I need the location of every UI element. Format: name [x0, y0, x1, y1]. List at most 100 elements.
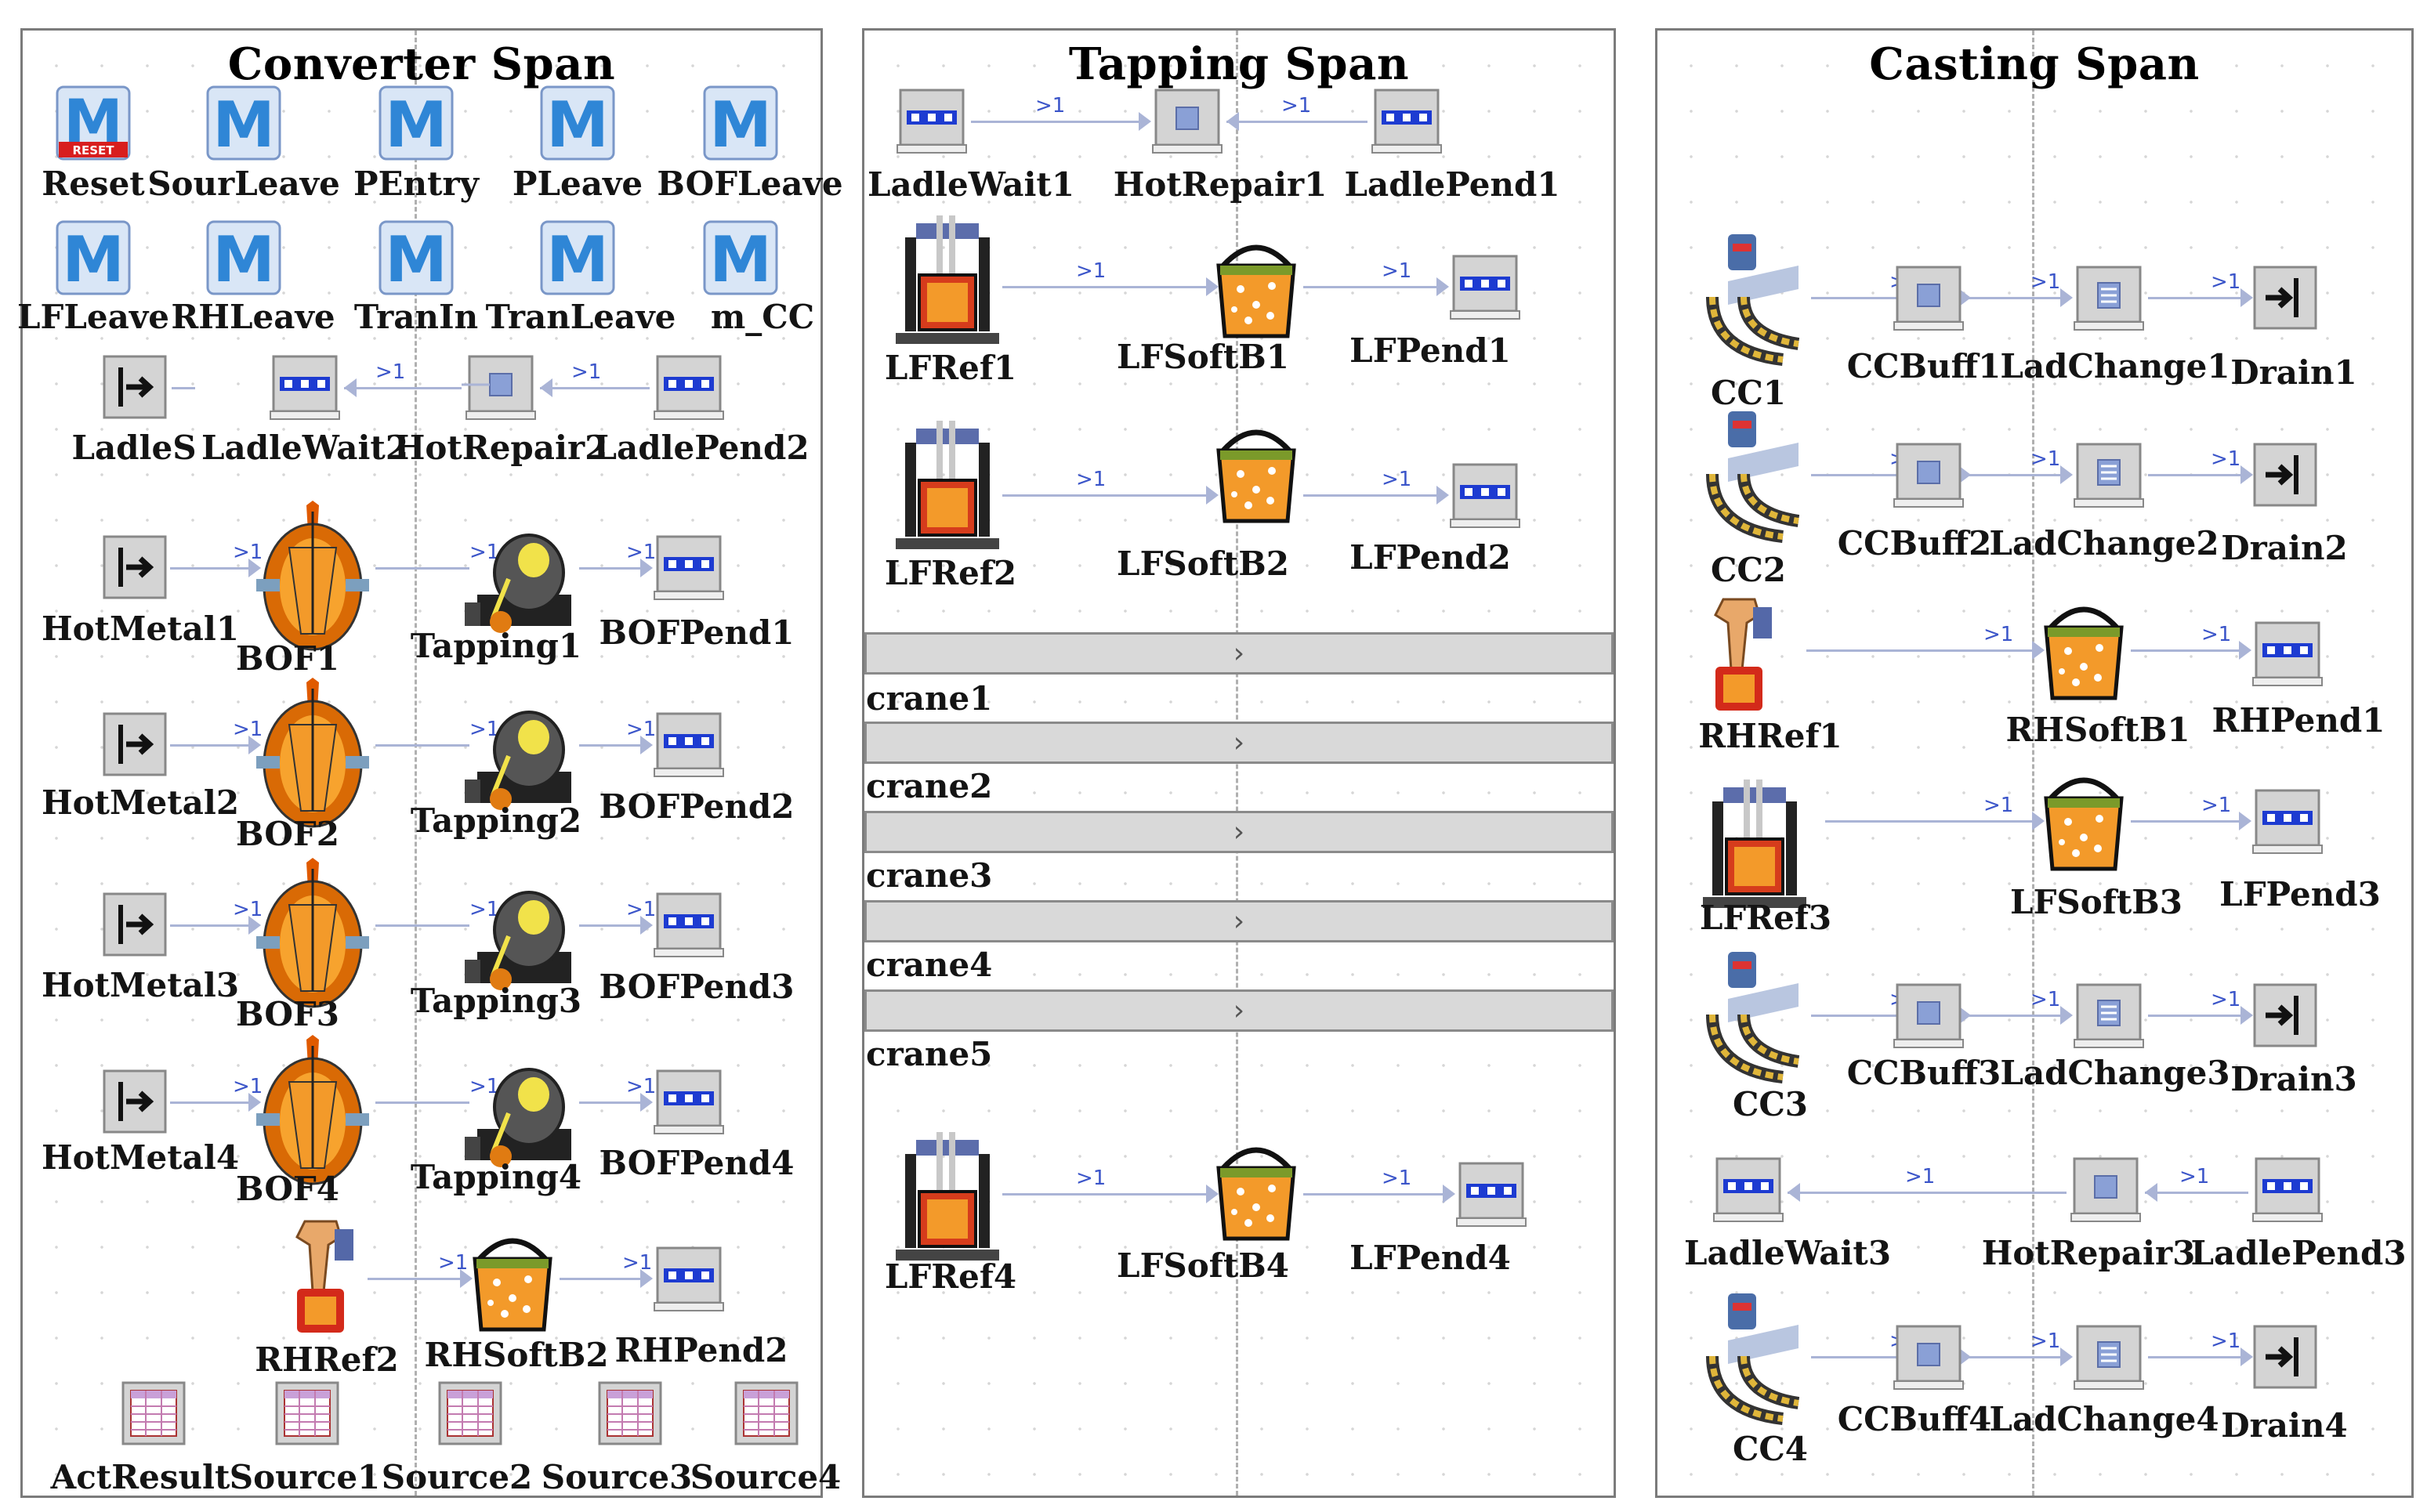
drain-icon[interactable] — [2250, 439, 2320, 510]
buffer-icon[interactable] — [650, 1243, 728, 1314]
object-label: LFPend4 — [1349, 1239, 1511, 1277]
table-icon[interactable] — [731, 1378, 802, 1449]
process-station-icon[interactable] — [462, 352, 540, 422]
buffer-icon[interactable] — [650, 532, 728, 602]
ladle-change-icon[interactable] — [2070, 262, 2148, 333]
continuous-caster-icon[interactable] — [1697, 1293, 1814, 1427]
buffer-icon[interactable] — [650, 1066, 728, 1137]
crane-track-3[interactable]: › — [864, 811, 1614, 853]
bof-converter-icon[interactable] — [250, 858, 375, 1015]
buffer-icon[interactable] — [650, 709, 728, 780]
bof-converter-icon[interactable] — [250, 1035, 375, 1192]
process-station-icon[interactable] — [1148, 85, 1226, 156]
bof-converter-icon[interactable] — [250, 501, 375, 657]
table-icon[interactable] — [595, 1378, 665, 1449]
object-label: HotMetal2 — [41, 783, 240, 822]
object-label: CC3 — [1732, 1085, 1809, 1123]
rh-refiner-icon[interactable] — [273, 1214, 368, 1339]
method-icon[interactable]: M — [205, 219, 283, 297]
buffer-icon[interactable] — [266, 352, 344, 422]
continuous-caster-icon[interactable] — [1697, 952, 1814, 1085]
soft-blow-ladle-icon[interactable] — [1209, 1137, 1303, 1246]
buffer-icon[interactable] — [2248, 618, 2327, 689]
ladle-change-icon[interactable] — [2070, 980, 2148, 1051]
source-icon[interactable] — [100, 889, 170, 960]
lf-refiner-icon[interactable] — [893, 1132, 1002, 1265]
chevron-right-icon: › — [1233, 905, 1245, 938]
object-label: Drain3 — [2230, 1060, 2357, 1098]
soft-blow-ladle-icon[interactable] — [2037, 767, 2131, 877]
soft-blow-ladle-icon[interactable] — [1209, 234, 1303, 344]
table-icon[interactable] — [118, 1378, 189, 1449]
tapping-vessel-icon[interactable] — [462, 701, 579, 811]
object-label: Drain2 — [2221, 529, 2348, 567]
process-station-icon[interactable] — [1889, 439, 1968, 510]
continuous-caster-icon[interactable] — [1697, 411, 1814, 544]
buffer-icon[interactable] — [1446, 460, 1524, 530]
table-icon[interactable] — [272, 1378, 342, 1449]
buffer-icon[interactable] — [2248, 786, 2327, 856]
buffer-icon[interactable] — [650, 889, 728, 960]
buffer-icon[interactable] — [893, 85, 971, 156]
soft-blow-ladle-icon[interactable] — [465, 1228, 560, 1337]
ladle-change-icon[interactable] — [2070, 439, 2148, 510]
object-label: LadleS — [71, 429, 197, 467]
method-icon[interactable]: M — [377, 84, 455, 162]
process-station-icon[interactable] — [2067, 1154, 2145, 1224]
method-label: PLeave — [512, 165, 643, 203]
source-icon[interactable] — [100, 1066, 170, 1137]
crane-track-4[interactable]: › — [864, 900, 1614, 942]
crane-track-5[interactable]: › — [864, 989, 1614, 1032]
drain-icon[interactable] — [2250, 1322, 2320, 1392]
svg-text:M: M — [62, 223, 125, 296]
buffer-icon[interactable] — [1452, 1159, 1530, 1229]
connector: >1 — [579, 541, 656, 577]
object-label: RHSoftB2 — [424, 1336, 609, 1374]
buffer-icon[interactable] — [2248, 1154, 2327, 1224]
method-icon[interactable]: M — [205, 84, 283, 162]
drain-icon[interactable] — [2250, 980, 2320, 1051]
buffer-icon[interactable] — [1446, 251, 1524, 322]
buffer-icon[interactable] — [650, 352, 728, 422]
buffer-icon[interactable] — [1709, 1154, 1788, 1224]
lf-refiner-icon[interactable] — [893, 215, 1002, 349]
object-label: LFPend2 — [1349, 538, 1511, 577]
tapping-vessel-icon[interactable] — [462, 881, 579, 991]
crane-track-1[interactable]: › — [864, 632, 1614, 675]
ladle-change-icon[interactable] — [2070, 1322, 2148, 1392]
table-icon[interactable] — [435, 1378, 505, 1449]
process-station-icon[interactable] — [1889, 262, 1968, 333]
lf-refiner-icon[interactable] — [1700, 780, 1809, 913]
source-icon[interactable] — [100, 709, 170, 780]
soft-blow-ladle-icon[interactable] — [2037, 596, 2131, 706]
source-icon[interactable] — [100, 532, 170, 602]
method-icon[interactable]: M — [377, 219, 455, 297]
method-icon[interactable]: M — [538, 219, 617, 297]
process-station-icon[interactable] — [1889, 1322, 1968, 1392]
continuous-caster-icon[interactable] — [1697, 234, 1814, 367]
bof-converter-icon[interactable] — [250, 678, 375, 834]
drain-icon[interactable] — [2250, 262, 2320, 333]
soft-blow-ladle-icon[interactable] — [1209, 419, 1303, 529]
object-label: LFSoftB4 — [1117, 1246, 1289, 1285]
connector: >1 — [2148, 270, 2253, 307]
process-station-icon[interactable] — [1889, 980, 1968, 1051]
tapping-vessel-icon[interactable] — [462, 524, 579, 634]
method-icon[interactable]: M — [701, 219, 780, 297]
method-icon[interactable]: M — [701, 84, 780, 162]
tapping-span-panel: Tapping Span >1 >1 LadleWait1 HotRepair1… — [862, 28, 1616, 1498]
method-icon[interactable]: M — [538, 84, 617, 162]
object-label: LFPend3 — [2219, 875, 2381, 913]
buffer-icon[interactable] — [1367, 85, 1446, 156]
lf-refiner-icon[interactable] — [893, 421, 1002, 554]
tapping-vessel-icon[interactable] — [462, 1058, 579, 1168]
method-icon[interactable]: M — [54, 219, 132, 297]
object-label: CC1 — [1710, 374, 1787, 412]
connector: >1 — [170, 1075, 263, 1112]
object-label: CC2 — [1710, 551, 1787, 589]
source-icon[interactable] — [100, 352, 170, 422]
rh-refiner-icon[interactable] — [1692, 591, 1786, 717]
crane-track-2[interactable]: › — [864, 722, 1614, 764]
connector: >1 — [1002, 468, 1219, 505]
